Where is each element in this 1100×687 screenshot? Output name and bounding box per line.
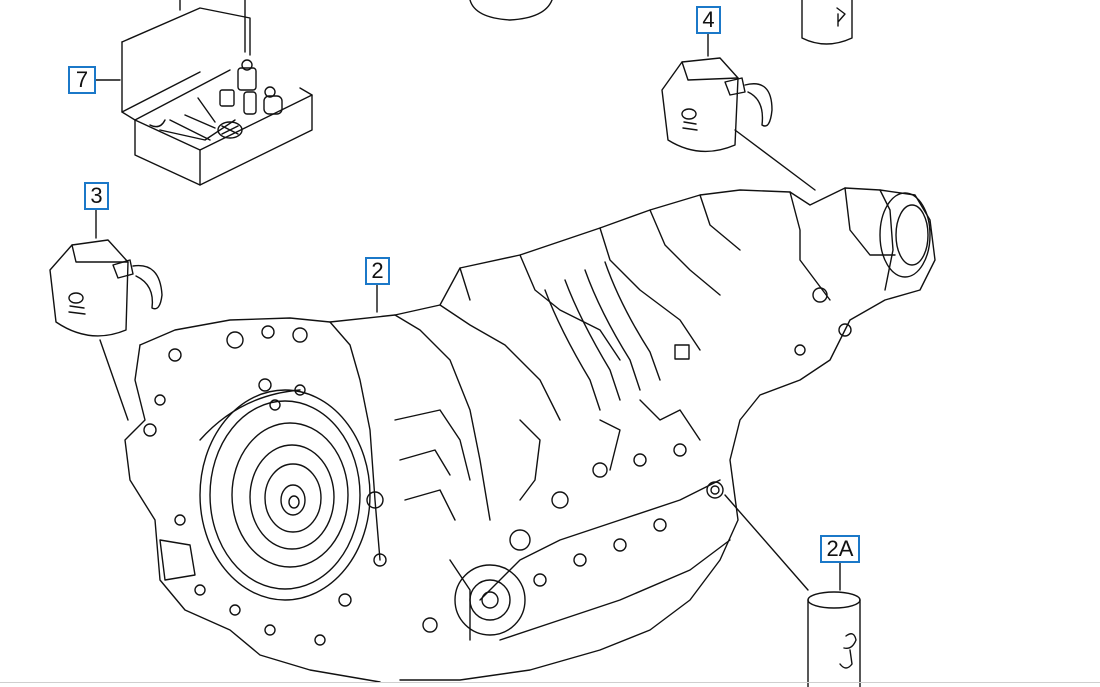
leader-4 — [734, 129, 816, 191]
top-right-cylinder-part — [801, 0, 853, 45]
leader-3 — [99, 339, 129, 421]
oil-cylinder — [807, 562, 861, 687]
oil-canister-left — [49, 209, 163, 337]
callout-2-label[interactable]: 2 — [365, 257, 390, 285]
bottom-divider — [0, 682, 1100, 683]
callout-4-label[interactable]: 4 — [696, 6, 721, 34]
top-partial-part — [469, 0, 553, 21]
callout-3-label[interactable]: 3 — [84, 182, 109, 210]
leader-2a — [724, 494, 809, 591]
callout-2a-label[interactable]: 2A — [820, 535, 860, 563]
transmission-assembly — [124, 187, 936, 683]
toolkit-case — [121, 0, 313, 186]
oil-canister-upper — [661, 33, 773, 153]
callout-7-label[interactable]: 7 — [68, 66, 96, 94]
